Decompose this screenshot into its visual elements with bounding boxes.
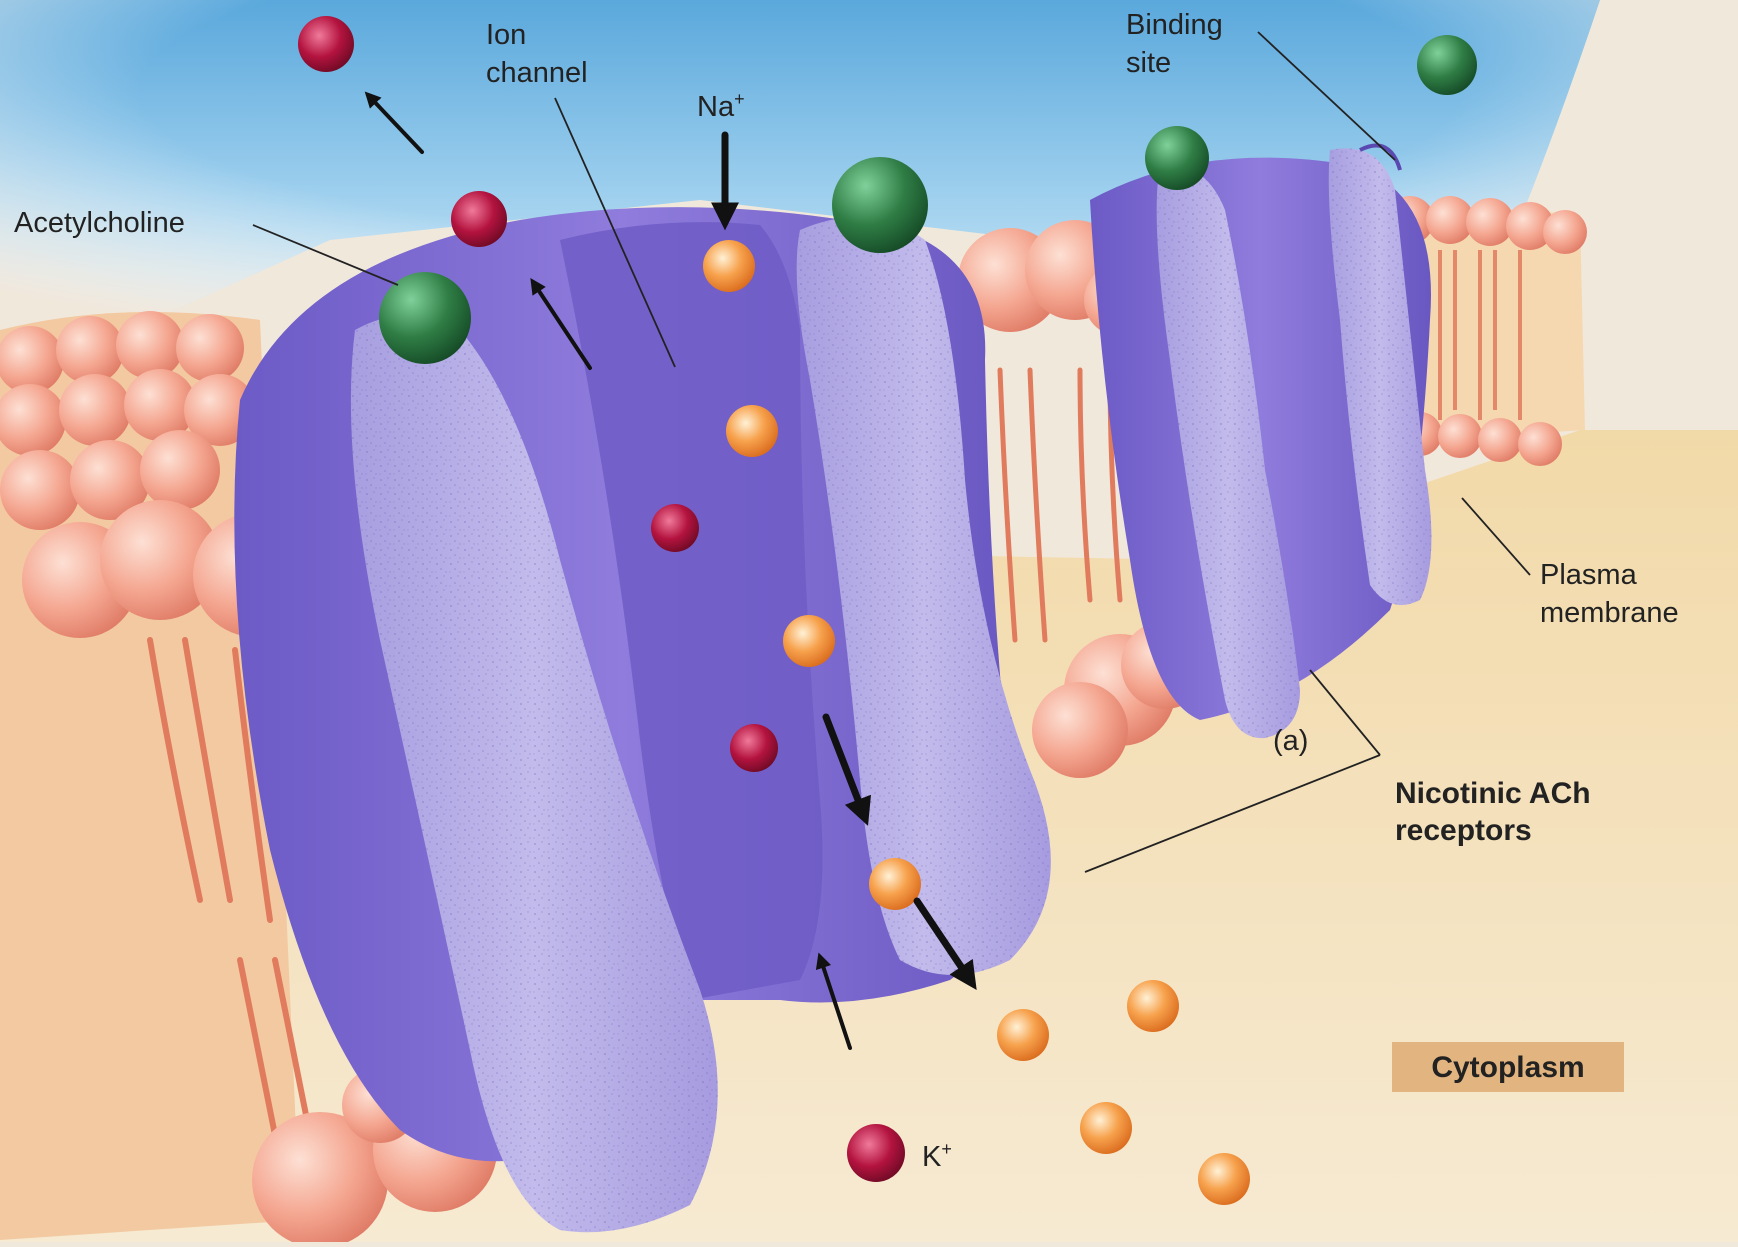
sodium-ion: [1080, 1102, 1132, 1154]
potassium-ion: [298, 16, 354, 72]
sodium-ion: [997, 1009, 1049, 1061]
plasma-membrane-label: membrane: [1540, 597, 1679, 629]
potassium-ion: [651, 504, 699, 552]
acetylcholine-molecule: [1145, 126, 1209, 190]
sodium-ion: [726, 405, 778, 457]
acetylcholine-molecule: [832, 157, 928, 253]
sodium-ion: [869, 858, 921, 910]
ion-channel-label: Ion: [486, 19, 526, 51]
acetylcholine-label: Acetylcholine: [14, 207, 185, 239]
binding-site-label: site: [1126, 47, 1171, 79]
panel-label: (a): [1273, 725, 1308, 757]
sodium-ion: [1198, 1153, 1250, 1205]
potassium-ion: [451, 191, 507, 247]
cytoplasm-label: Cytoplasm: [1431, 1051, 1584, 1084]
potassium-ion: [730, 724, 778, 772]
ion-channel-label: channel: [486, 57, 588, 89]
potassium-ion-legend: [847, 1124, 905, 1182]
nicotinic-receptor-label: receptors: [1395, 814, 1532, 847]
plasma-membrane-label: Plasma: [1540, 559, 1638, 591]
sodium-ion: [1127, 980, 1179, 1032]
nicotinic-receptor-label: Nicotinic ACh: [1395, 777, 1591, 810]
acetylcholine-molecule: [379, 272, 471, 364]
sodium-ion: [703, 240, 755, 292]
binding-site-label: Binding: [1126, 9, 1223, 41]
acetylcholine-molecule: [1417, 35, 1477, 95]
sodium-ion: [783, 615, 835, 667]
